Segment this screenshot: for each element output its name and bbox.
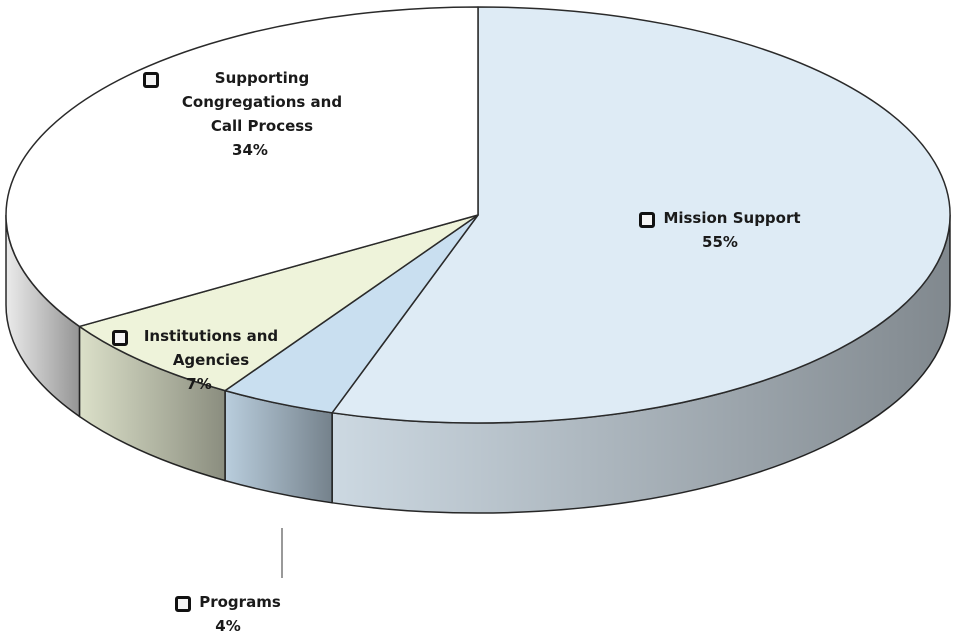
pie-side-shade bbox=[6, 215, 80, 417]
legend-key-icon bbox=[143, 72, 159, 88]
slice-label-supporting-congregations: Supporting Congregations and Call Proces… bbox=[120, 66, 380, 162]
slice-value: 4% bbox=[215, 617, 241, 635]
pie-side-shade bbox=[79, 326, 226, 481]
pie-side-shade bbox=[332, 215, 951, 514]
legend-key-icon bbox=[112, 330, 128, 346]
pie-side-shade bbox=[225, 390, 333, 503]
slice-value: 34% bbox=[232, 141, 268, 159]
slice-name: Programs bbox=[199, 593, 281, 611]
slice-name: Institutions and Agencies bbox=[143, 327, 279, 369]
pie-slice-institutions-and-agencies bbox=[78, 214, 479, 392]
slice-name: Supporting Congregations and Call Proces… bbox=[181, 69, 343, 135]
pie-sides bbox=[5, 214, 951, 514]
slice-label-mission-support: Mission Support 55% bbox=[600, 206, 840, 254]
pie-slice-supporting-congregations bbox=[5, 6, 479, 328]
slice-value: 7% bbox=[186, 375, 212, 393]
legend-key-icon bbox=[175, 596, 192, 612]
slice-value: 55% bbox=[702, 233, 738, 251]
slice-label-programs: Programs 4% bbox=[128, 590, 328, 638]
slice-label-institutions-and-agencies: Institutions and Agencies 7% bbox=[84, 324, 314, 396]
legend-key-icon bbox=[639, 212, 656, 228]
slice-name: Mission Support bbox=[663, 209, 801, 227]
